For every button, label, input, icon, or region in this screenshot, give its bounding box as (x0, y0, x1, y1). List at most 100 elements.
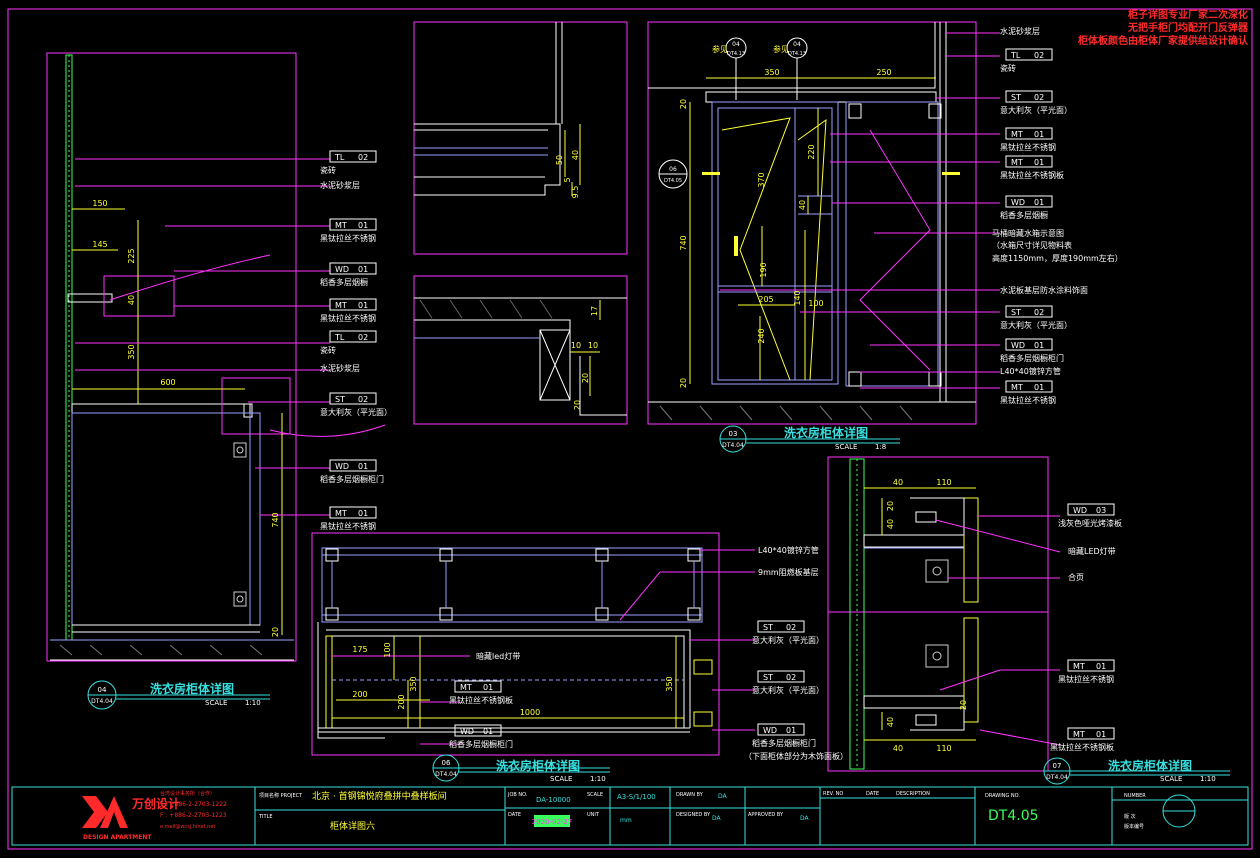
material-label: 浅灰色哑光烤漆板 (1058, 518, 1122, 528)
material-num: 01 (358, 265, 368, 274)
material-code: WD (763, 726, 777, 735)
dimension-text: 175 (352, 645, 367, 654)
unit-label: UNIT (587, 812, 600, 818)
material-label: （下面柜体部分为木饰面板） (744, 751, 848, 761)
material-label: L40*40镀锌方管 (1000, 366, 1061, 376)
label-box (329, 459, 377, 472)
sheet-border (7, 8, 1253, 850)
material-num: 01 (786, 726, 796, 735)
dimension-text: 240 (757, 328, 766, 343)
material-label: 黑钛拉丝不锈钢板 (1050, 742, 1114, 752)
material-code: ST (763, 673, 773, 682)
job-no-label: JOB NO. (507, 792, 528, 798)
view-tag-number: 06 (442, 759, 451, 767)
label-box (329, 330, 377, 343)
number-sub: 版 次 (1124, 813, 1136, 820)
dimension-text: 205 (758, 295, 773, 304)
material-num: 01 (358, 221, 368, 230)
label-box (1005, 155, 1053, 168)
label-box (329, 392, 377, 405)
label-box (454, 680, 502, 693)
dimension-text: 220 (807, 144, 816, 159)
material-label: 稻香多层烟橱柜门 (320, 474, 384, 484)
view-tag-ref: DT4.04 (1046, 774, 1068, 781)
label-box (1005, 48, 1053, 61)
material-code: ST (1011, 93, 1021, 102)
contact-line: T : +886-2-2703-1222 (159, 801, 227, 808)
dimension-text: 50 (555, 155, 564, 165)
material-num: 02 (1034, 51, 1044, 60)
material-label: 稻香多层烟橱柜门 (449, 739, 513, 749)
label-box (1005, 380, 1053, 393)
material-num: 01 (483, 727, 493, 736)
material-num: 01 (358, 509, 368, 518)
label-box (1005, 127, 1053, 140)
material-label: （水箱尺寸详见物料表 (992, 240, 1072, 250)
label-box (1005, 338, 1053, 351)
view-06-section (311, 532, 755, 782)
project-label: 项目名称 PROJECT (259, 792, 303, 799)
date-label: DATE (508, 812, 521, 818)
title-label: TITLE (258, 814, 273, 820)
material-label: 合页 (1068, 572, 1084, 582)
material-num: 01 (1034, 383, 1044, 392)
material-num: 02 (358, 333, 368, 342)
material-code: MT (335, 301, 347, 310)
view-title: 洗衣房柜体详图 (150, 681, 234, 696)
material-label: 意大利灰（平光面） (752, 685, 824, 695)
material-code: MT (1011, 158, 1023, 167)
view-tag-ref: DT4.04 (722, 442, 744, 449)
reference-num: 04 (732, 41, 740, 48)
label-box (329, 150, 377, 163)
reference-ref: DT4.13 (727, 51, 745, 57)
reference-text: 参见 (712, 44, 728, 54)
material-code: WD (335, 462, 349, 471)
material-label: 黑钛拉丝不锈钢 (1000, 395, 1056, 405)
material-code: TL (1010, 51, 1021, 60)
dimension-text: 10 (571, 341, 581, 350)
brand-en: DESIGN APARTMENT (83, 834, 152, 841)
drawn-label: DRAWN BY (676, 792, 704, 798)
reference-num: 04 (793, 41, 801, 48)
label-box (1067, 659, 1115, 672)
material-label: 瓷砖 (320, 345, 336, 355)
material-label: 水泥砂浆层 (320, 180, 360, 190)
dimension-text: 100 (808, 299, 823, 308)
label-box (329, 262, 377, 275)
material-code: MT (1073, 730, 1085, 739)
material-code: TL (334, 333, 345, 342)
dimension-text: 40 (893, 478, 903, 487)
drawn-value: DA (718, 793, 728, 800)
brand-name: 万创设计 (131, 796, 180, 811)
dimension-text: 350 (409, 676, 418, 691)
material-label: 黑钛拉丝不锈钢 (320, 521, 376, 531)
dimension-text: 110 (936, 744, 951, 753)
note-red: 柜体板颜色由柜体厂家提供给设计确认 (1077, 34, 1249, 47)
material-label: 意大利灰（平光面） (1000, 105, 1072, 115)
view-title: 洗衣房柜体详图 (784, 425, 868, 440)
material-label: L40*40镀锌方管 (758, 545, 819, 555)
material-code: WD (460, 727, 474, 736)
material-num: 02 (358, 153, 368, 162)
material-code: MT (335, 221, 347, 230)
dimension-text: 600 (160, 378, 175, 387)
dimension-text: 10 (588, 341, 598, 350)
dimension-text: 40 (886, 519, 895, 529)
material-num: 02 (1034, 93, 1044, 102)
material-num: 02 (1034, 308, 1044, 317)
dimension-text: 350 (665, 676, 674, 691)
material-code: WD (1011, 341, 1025, 350)
detail-a-section (413, 21, 628, 255)
material-label: 稻香多层烟橱 (320, 277, 368, 287)
material-label: 高度1150mm，厚度190mm左右） (992, 253, 1123, 263)
material-code: ST (335, 395, 345, 404)
dimension-text: 740 (271, 512, 280, 527)
dimension-text: 20 (886, 501, 895, 511)
scale-label: SCALE (205, 699, 227, 707)
dimension-text: 250 (876, 68, 891, 77)
project-name: 北京 · 首钢锦悦府叠拼中叠样板间 (312, 790, 447, 802)
label-box (1005, 305, 1053, 318)
material-num: 01 (1034, 158, 1044, 167)
material-num: 01 (1034, 130, 1044, 139)
